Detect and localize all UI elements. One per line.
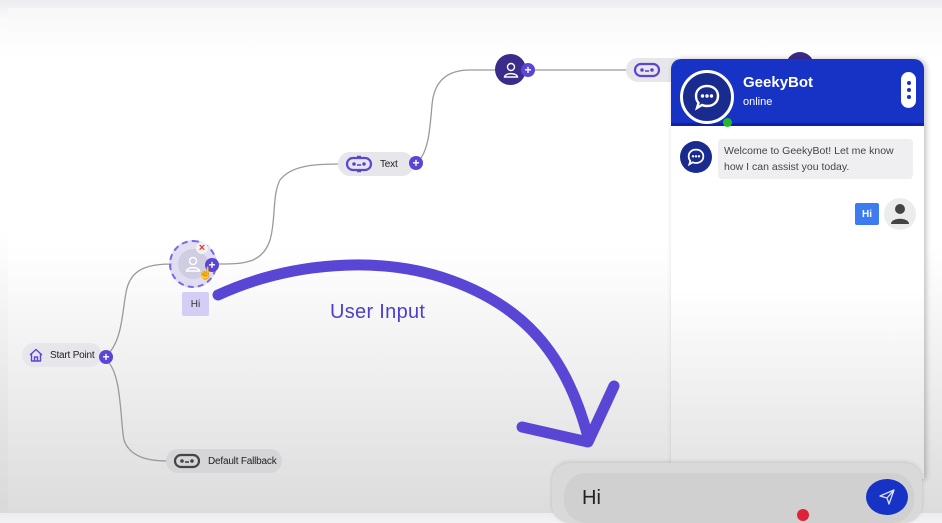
bot-avatar: [680, 70, 734, 124]
chat-widget: GeekyBot online Welcome to GeekyBot! Let…: [671, 59, 924, 479]
delete-node-button[interactable]: ×: [196, 242, 208, 254]
chat-message-input[interactable]: [564, 473, 914, 523]
bot-icon: [632, 61, 662, 79]
user-input-node[interactable]: [495, 54, 526, 85]
connector-start-to-fallback: [105, 359, 169, 462]
bot-avatar: [680, 141, 712, 173]
bot-message: Welcome to GeekyBot! Let me know how I c…: [718, 139, 913, 179]
notification-dot: [797, 509, 809, 521]
text-node[interactable]: Text: [338, 152, 414, 176]
default-fallback-label: Default Fallback: [208, 455, 277, 467]
hand-cursor-icon: ☝: [198, 266, 213, 280]
default-fallback-node[interactable]: Default Fallback: [166, 449, 282, 473]
add-node-button[interactable]: +: [409, 156, 423, 170]
connector-user-to-text: [216, 163, 343, 265]
chat-title: GeekyBot: [743, 74, 814, 91]
user-icon: [503, 62, 518, 78]
more-options-button[interactable]: [901, 72, 916, 108]
connector-text-to-user-top: [415, 69, 497, 164]
user-input-annotation: User Input: [330, 301, 426, 323]
connector-start-to-user: [105, 263, 173, 357]
add-node-button[interactable]: +: [99, 350, 113, 364]
start-point-node[interactable]: Start Point: [22, 343, 102, 367]
chat-input-bar: [552, 463, 922, 523]
user-message: Hi: [855, 203, 879, 225]
user-input-reply-chip[interactable]: Hi: [182, 292, 209, 316]
bot-icon: [172, 452, 202, 470]
chat-bubble-icon: [687, 148, 705, 167]
bot-icon: [344, 155, 374, 173]
start-point-label: Start Point: [50, 349, 95, 361]
user-avatar: [884, 198, 916, 230]
online-indicator: [723, 118, 732, 127]
send-button[interactable]: [866, 479, 908, 515]
kebab-menu-icon: [906, 81, 911, 85]
user-icon: [891, 204, 909, 224]
home-icon: [28, 348, 44, 362]
chat-bubble-icon: [694, 84, 720, 111]
text-node-label: Text: [380, 158, 398, 170]
user-icon: [178, 249, 208, 279]
add-node-button[interactable]: +: [205, 258, 219, 272]
add-node-button[interactable]: +: [521, 63, 535, 77]
annotation-arrow: [212, 259, 620, 448]
send-icon: [879, 489, 895, 505]
chat-header: GeekyBot online: [671, 59, 924, 126]
chat-status: online: [743, 96, 773, 108]
